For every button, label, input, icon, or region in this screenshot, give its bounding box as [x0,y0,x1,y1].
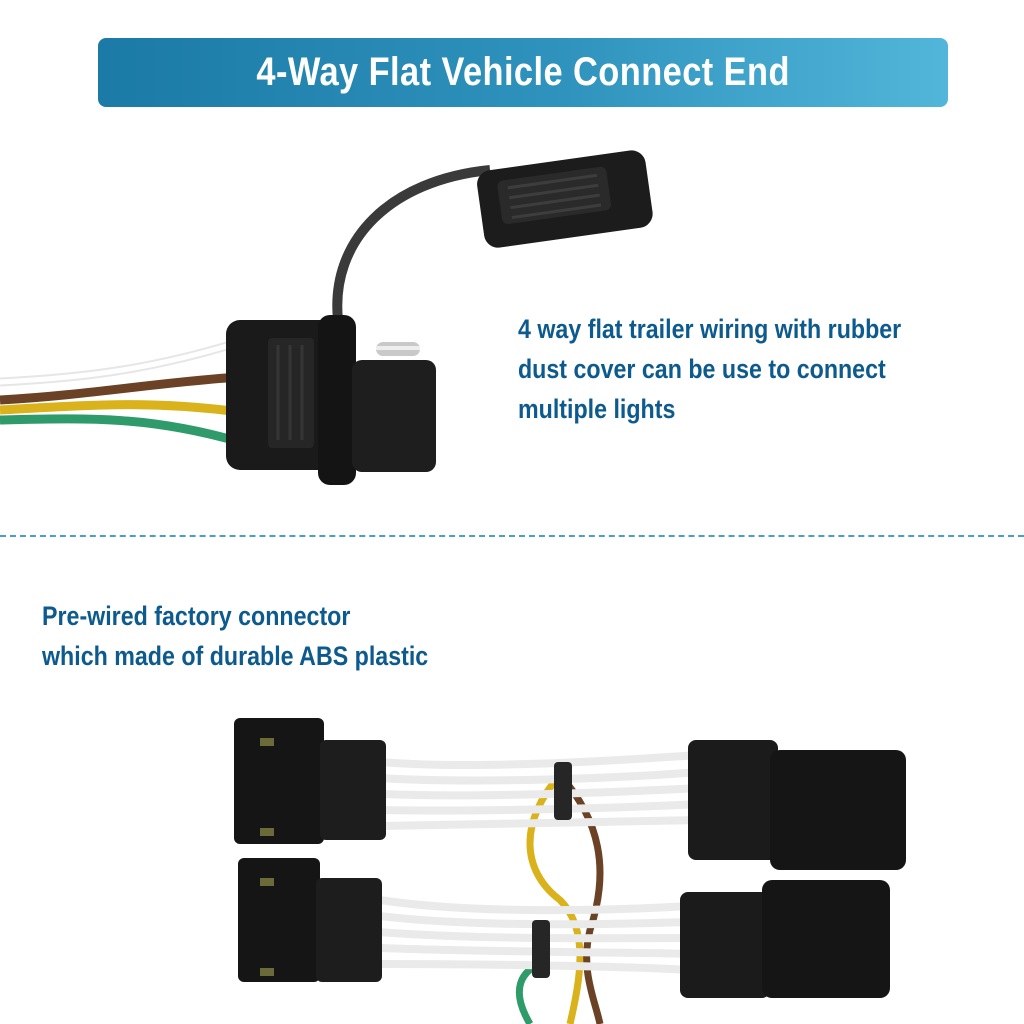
feature-line: multiple lights [518,394,676,424]
feature-line: 4 way flat trailer wiring with rubber [518,314,902,344]
feature-line: Pre-wired factory connector [42,601,351,631]
factory-connector-photo [234,718,906,1024]
flat-connector-photo [0,150,653,485]
dust-cover-feature-text: 4 way flat trailer wiring with rubber du… [518,309,901,429]
banner-title: 4-Way Flat Vehicle Connect End [256,50,790,94]
factory-connector-feature-text: Pre-wired factory connector which made o… [42,596,428,676]
section-divider [0,535,1024,537]
feature-line: dust cover can be use to connect [518,354,886,384]
feature-line: which made of durable ABS plastic [42,641,429,671]
title-banner: 4-Way Flat Vehicle Connect End [98,38,948,107]
